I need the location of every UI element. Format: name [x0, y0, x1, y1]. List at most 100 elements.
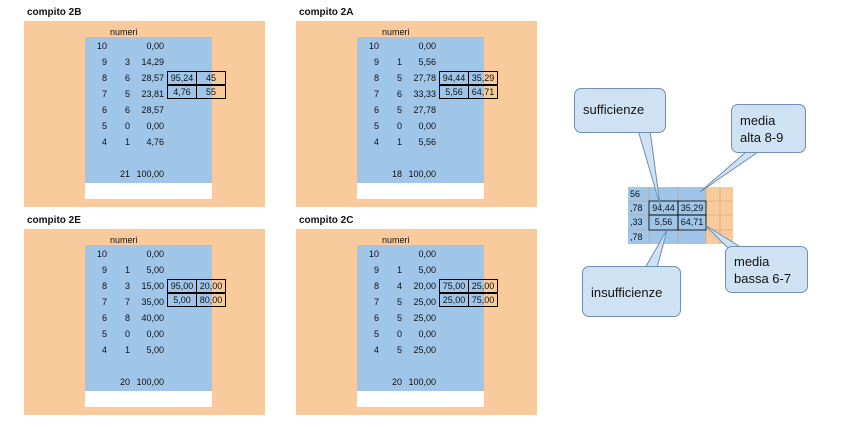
grade-count: 5 — [396, 73, 402, 83]
percentage-box: 75,00 — [468, 293, 498, 307]
grade-value: 8 — [101, 281, 107, 291]
grade-value: 7 — [101, 89, 107, 99]
percentage-box: 35,29 — [468, 71, 498, 85]
callout-insufficienze: insufficienze — [582, 266, 681, 317]
total-count: 20 — [391, 377, 402, 387]
grade-value: 9 — [101, 57, 107, 67]
grade-value: 7 — [101, 297, 107, 307]
total-percent: 100,00 — [136, 169, 164, 179]
grade-value: 4 — [101, 137, 107, 147]
panel-title-2e: compito 2E — [27, 215, 81, 226]
grade-value: 6 — [101, 105, 107, 115]
grade-percent: 35,00 — [141, 297, 164, 307]
grade-percent: 28,57 — [141, 105, 164, 115]
table-area — [85, 245, 212, 391]
callout-text: bassa 6-7 — [734, 271, 792, 286]
table-area — [85, 37, 212, 183]
column-header: numeri — [382, 27, 410, 37]
percentage-box: 20,00 — [196, 279, 226, 293]
column-header: numeri — [382, 235, 410, 245]
grade-count: 5 — [396, 297, 402, 307]
percentage-box: 64,71 — [468, 85, 498, 99]
grade-value: 7 — [373, 297, 379, 307]
percentage-box: 80,00 — [196, 293, 226, 307]
grade-value: 9 — [373, 265, 379, 275]
grade-percent: 33,33 — [413, 89, 436, 99]
grade-value: 9 — [373, 57, 379, 67]
grade-count: 1 — [124, 265, 130, 275]
grade-percent: 27,78 — [413, 105, 436, 115]
grade-count: 3 — [124, 281, 130, 291]
callout-text: media — [734, 254, 770, 269]
grade-value: 10 — [368, 41, 379, 51]
callout-sufficienze: sufficienze — [574, 88, 666, 133]
percentage-box: 25,00 — [468, 279, 498, 293]
grade-count: 0 — [396, 121, 402, 131]
percentage-box: 55 — [196, 85, 226, 99]
callout-text: media — [740, 113, 776, 128]
grade-value: 5 — [101, 329, 107, 339]
grade-count: 3 — [124, 57, 130, 67]
grade-percent: 0,00 — [418, 41, 436, 51]
total-percent: 100,00 — [136, 377, 164, 387]
total-percent: 100,00 — [408, 377, 436, 387]
zoom-box-value: 94,44 — [652, 203, 675, 213]
grade-percent: 15,00 — [141, 281, 164, 291]
panel-title-2b: compito 2B — [27, 7, 82, 18]
zoom-box-value: 64,71 — [680, 217, 704, 227]
grade-count: 6 — [124, 73, 130, 83]
zoom-left-value: ,78 — [630, 232, 643, 242]
grade-percent: 14,29 — [141, 57, 164, 67]
zoom-left-value: 56 — [630, 189, 641, 199]
grade-value: 8 — [373, 281, 379, 291]
grade-percent: 5,56 — [418, 137, 436, 147]
grade-value: 10 — [96, 41, 107, 51]
zoom-box-value: 5,56 — [654, 217, 673, 227]
grade-value: 10 — [96, 249, 107, 259]
grade-count: 1 — [396, 265, 402, 275]
grade-percent: 0,00 — [418, 121, 436, 131]
grade-count: 0 — [124, 121, 130, 131]
grade-percent: 5,00 — [418, 265, 436, 275]
grade-value: 7 — [373, 89, 379, 99]
grade-count: 5 — [396, 105, 402, 115]
grade-value: 5 — [373, 121, 379, 131]
grade-percent: 0,00 — [418, 329, 436, 339]
grade-count: 5 — [396, 345, 402, 355]
callout-text: sufficienze — [583, 102, 645, 117]
grade-percent: 25,00 — [413, 313, 436, 323]
callout-text: alta 8-9 — [740, 130, 784, 145]
grade-percent: 0,00 — [146, 329, 164, 339]
total-row — [85, 183, 212, 199]
panel-title-2a: compito 2A — [299, 7, 354, 18]
grade-value: 8 — [101, 73, 107, 83]
grade-count: 0 — [396, 329, 402, 339]
total-count: 18 — [391, 169, 402, 179]
grade-value: 4 — [373, 137, 379, 147]
grade-value: 6 — [373, 105, 379, 115]
grade-percent: 25,00 — [413, 297, 436, 307]
grade-percent: 0,00 — [146, 41, 164, 51]
callout-media-alta: media alta 8-9 — [731, 104, 806, 153]
grade-count: 8 — [124, 313, 130, 323]
grade-count: 4 — [396, 281, 402, 291]
grade-percent: 27,78 — [413, 73, 436, 83]
grade-count: 1 — [396, 137, 402, 147]
grade-percent: 0,00 — [146, 121, 164, 131]
grade-value: 5 — [101, 121, 107, 131]
grade-percent: 5,00 — [146, 265, 164, 275]
grade-value: 6 — [101, 313, 107, 323]
callout-text: insufficienze — [591, 285, 663, 300]
grade-count: 7 — [124, 297, 130, 307]
grade-count: 0 — [124, 329, 130, 339]
zoom-left-value: ,78 — [630, 203, 643, 213]
grade-value: 10 — [368, 249, 379, 259]
grade-count: 1 — [396, 57, 402, 67]
grade-percent: 25,00 — [413, 345, 436, 355]
total-count: 20 — [119, 377, 130, 387]
